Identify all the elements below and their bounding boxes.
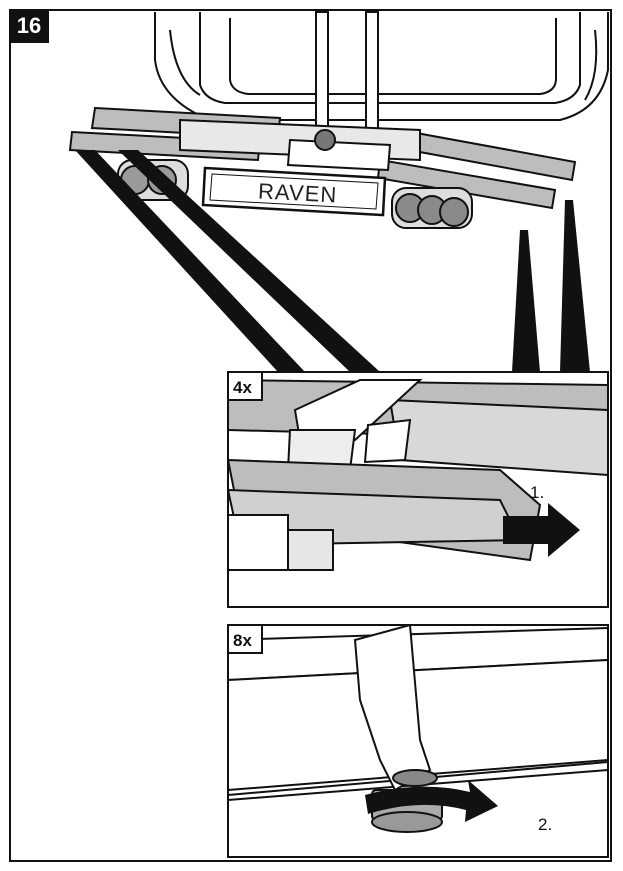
page-frame (9, 9, 612, 862)
step-number-badge: 16 (9, 9, 49, 43)
panel-1-count: 4x (233, 378, 252, 397)
number-plate: RAVEN (201, 166, 387, 217)
car-rear (154, 12, 609, 121)
slide-direction-arrow (503, 503, 580, 557)
panel-2-step: 2. (538, 815, 552, 834)
tail-light-right (391, 187, 473, 229)
panel-1-step: 1. (530, 483, 544, 502)
rotate-direction-arrow (365, 780, 498, 822)
plate-text: RAVEN (258, 178, 338, 207)
detail-panel-2: 8x 2. (227, 624, 609, 858)
detail-panel-1: 4x 1. (227, 371, 609, 608)
panel-2-count: 8x (233, 631, 252, 650)
callout-pointers (75, 150, 590, 372)
carrier-base (179, 118, 421, 172)
carrier-uprights (315, 11, 379, 133)
